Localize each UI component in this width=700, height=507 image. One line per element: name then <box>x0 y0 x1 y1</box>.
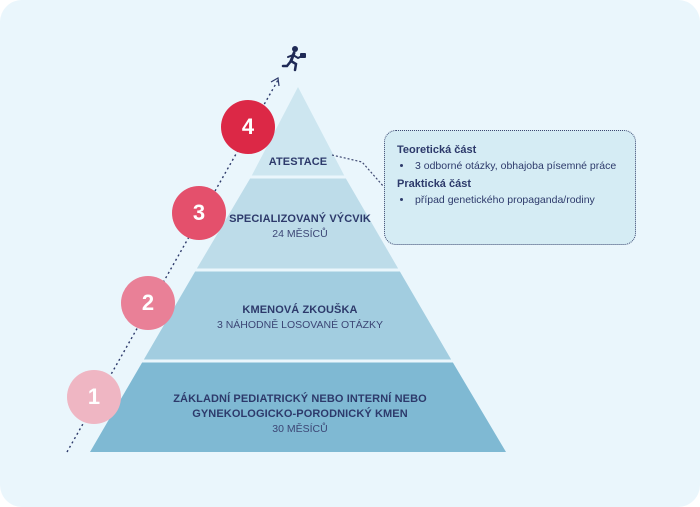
level-1-subtitle: 30 MĚSÍCŮ <box>272 423 328 435</box>
runner-with-briefcase-icon <box>281 46 306 72</box>
level-3-text: SPECIALIZOVANÝ VÝCVIK 24 MĚSÍCŮ <box>200 212 400 242</box>
level-3-title: SPECIALIZOVANÝ VÝCVIK <box>229 213 371 225</box>
level-4-title: ATESTACE <box>268 156 328 168</box>
pyramid-tier-2 <box>143 270 452 361</box>
callout-list-practice: případ genetického propaganda/rodiny <box>397 193 623 208</box>
atestace-callout: Teoretická část 3 odborné otázky, obhajo… <box>384 130 636 245</box>
callout-heading-practice: Praktická část <box>397 178 471 190</box>
callout-list-item: 3 odborné otázky, obhajoba písemné práce <box>413 159 623 174</box>
level-1-number-badge: 1 <box>67 370 121 424</box>
callout-list-theory: 3 odborné otázky, obhajoba písemné práce <box>397 159 623 174</box>
callout-connector <box>331 154 385 188</box>
level-2-number-badge: 2 <box>121 276 175 330</box>
callout-list-item: případ genetického propaganda/rodiny <box>413 193 623 208</box>
level-3-number-badge: 3 <box>172 186 226 240</box>
level-4-number-badge: 4 <box>221 100 275 154</box>
level-1-title-line: ZÁKLADNÍ PEDIATRICKÝ NEBO INTERNÍ NEBO <box>173 393 427 405</box>
level-3-subtitle: 24 MĚSÍCŮ <box>272 228 328 240</box>
level-2-subtitle: 3 NÁHODNĚ LOSOVANÉ OTÁZKY <box>216 319 384 331</box>
pyramid-tier-3 <box>196 177 399 270</box>
level-1-title-line: GYNEKOLOGICKO-PORODNICKÝ KMEN <box>192 408 408 420</box>
level-2-title: KMENOVÁ ZKOUŠKA <box>242 304 358 316</box>
pyramid-tier-1 <box>90 361 506 452</box>
level-2-text: KMENOVÁ ZKOUŠKA 3 NÁHODNĚ LOSOVANÉ OTÁZK… <box>150 303 450 333</box>
callout-heading-theory: Teoretická část <box>397 144 477 156</box>
pyramid-tier-4 <box>251 87 345 177</box>
level-4-text: ATESTACE <box>248 155 348 170</box>
progress-arrow-head <box>270 77 280 87</box>
level-1-text: ZÁKLADNÍ PEDIATRICKÝ NEBO INTERNÍ NEBO G… <box>150 392 450 437</box>
